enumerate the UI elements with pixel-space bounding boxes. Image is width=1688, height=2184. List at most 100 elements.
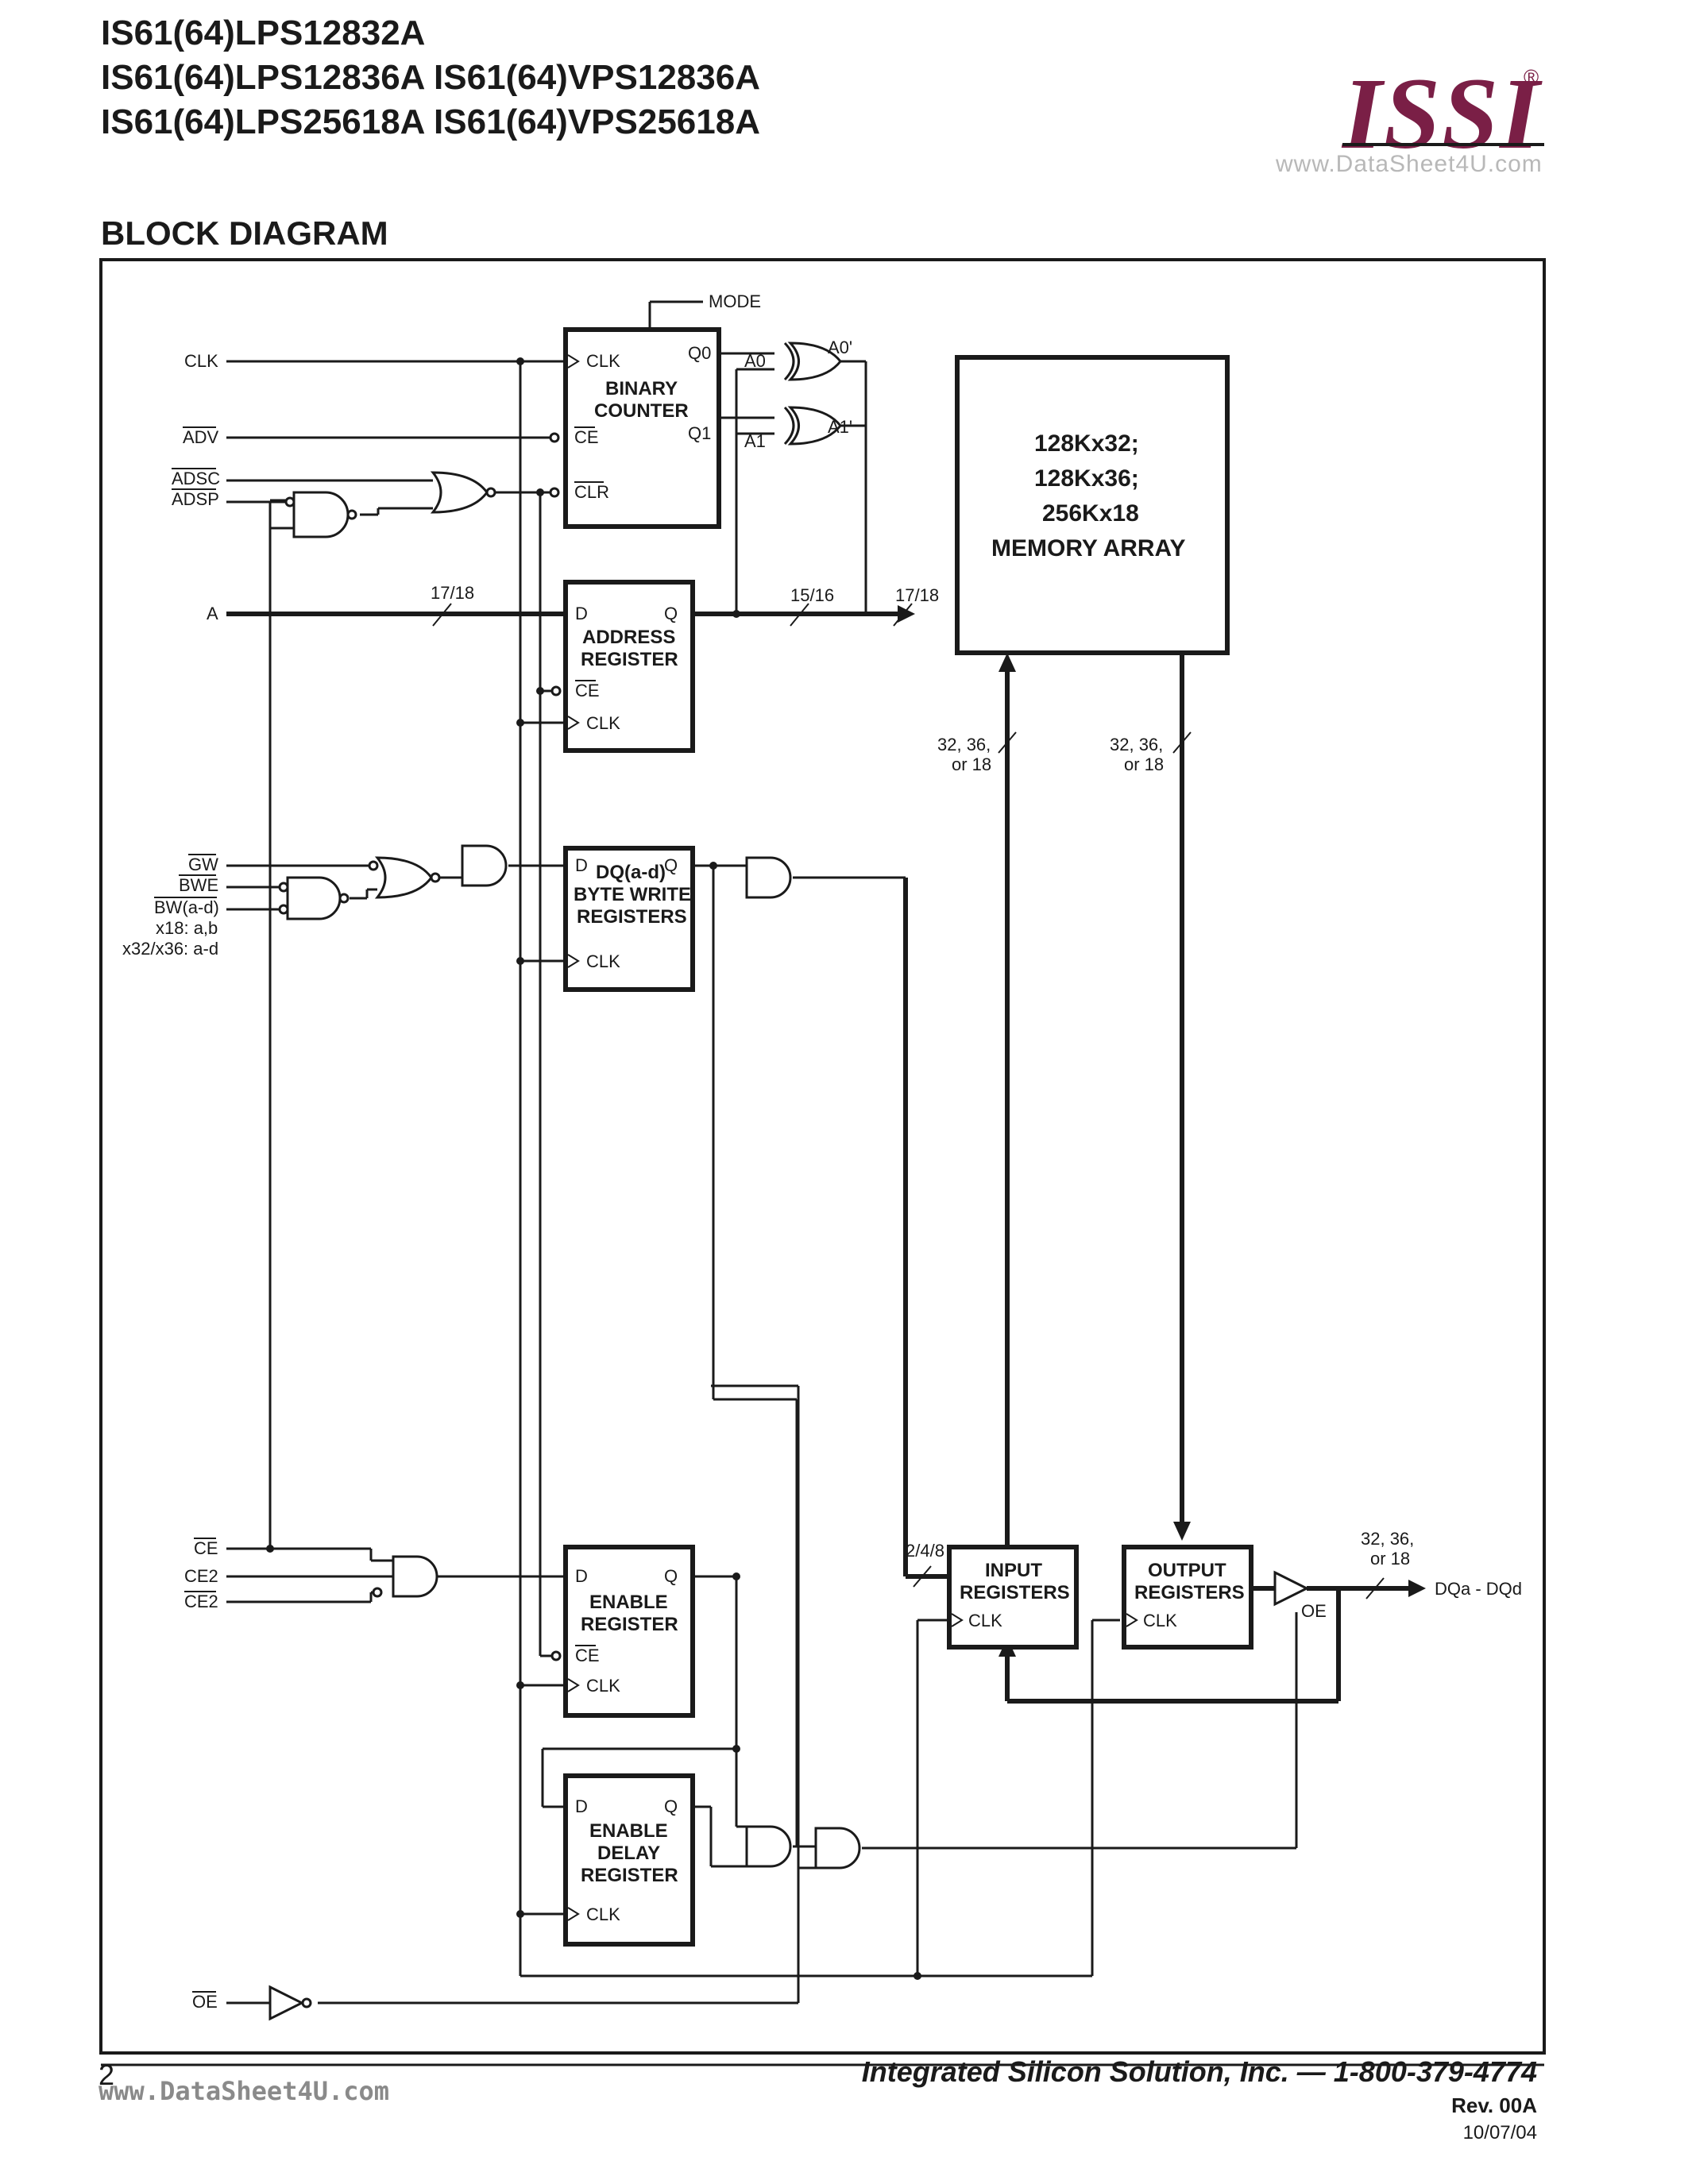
label-a1-prime: A1' bbox=[828, 417, 852, 437]
doc-title-line-3: IS61(64)LPS25618A IS61(64)VPS25618A bbox=[101, 102, 760, 141]
bus-write-2: or 18 bbox=[952, 754, 991, 774]
output-registers-block bbox=[1122, 1545, 1253, 1650]
bus-read-2: or 18 bbox=[1124, 754, 1164, 774]
registered-mark: ® bbox=[1524, 65, 1539, 89]
enable-q: Q bbox=[664, 1566, 678, 1586]
addr-q: Q bbox=[664, 604, 678, 623]
label-mode: MODE bbox=[709, 291, 761, 311]
label-q0: Q0 bbox=[688, 343, 711, 363]
enable-delay-block bbox=[563, 1773, 695, 1947]
bytewrite-title-3: REGISTERS bbox=[577, 906, 687, 928]
label-a0: A0 bbox=[744, 351, 766, 371]
bytewrite-q: Q bbox=[664, 855, 678, 875]
doc-title-line-1: IS61(64)LPS12832A bbox=[101, 14, 426, 52]
bus-read-1: 32, 36, bbox=[1110, 735, 1163, 754]
delay-title-1: ENABLE bbox=[589, 1820, 668, 1842]
enable-title-2: REGISTER bbox=[581, 1614, 678, 1635]
byte-write-block bbox=[563, 846, 695, 992]
label-bw: BW(a-d) bbox=[154, 897, 219, 917]
bus-out-1: 32, 36, bbox=[1361, 1529, 1414, 1549]
footer-date: 10/07/04 bbox=[1462, 2122, 1537, 2143]
input-clk: CLK bbox=[968, 1611, 1002, 1630]
delay-title-2: DELAY bbox=[597, 1843, 660, 1864]
delay-d: D bbox=[575, 1796, 588, 1816]
label-q1: Q1 bbox=[688, 423, 711, 443]
label-clk: CLK bbox=[184, 351, 218, 371]
counter-title-2: COUNTER bbox=[594, 400, 689, 422]
label-a1: A1 bbox=[744, 431, 766, 451]
array-line-3: 256Kx18 bbox=[1042, 500, 1139, 527]
label-ce2-bar: CE2 bbox=[184, 1592, 218, 1611]
addr-title-1: ADDRESS bbox=[582, 627, 675, 648]
bus-a-mid: 15/16 bbox=[790, 585, 834, 605]
label-a: A bbox=[207, 604, 218, 623]
delay-title-3: REGISTER bbox=[581, 1865, 678, 1886]
enable-register-block bbox=[563, 1545, 695, 1718]
label-oe-buffer: OE bbox=[1301, 1601, 1327, 1621]
delay-q: Q bbox=[664, 1796, 678, 1816]
bus-out-2: or 18 bbox=[1370, 1549, 1410, 1569]
bus-write-1: 32, 36, bbox=[937, 735, 991, 754]
label-ce: CE bbox=[194, 1538, 218, 1558]
counter-clr: CLR bbox=[574, 482, 609, 502]
label-adsc: ADSC bbox=[172, 469, 220, 488]
output-clk: CLK bbox=[1143, 1611, 1177, 1630]
junction-dots bbox=[266, 357, 921, 1980]
array-line-1: 128Kx32; bbox=[1034, 430, 1139, 457]
enable-clk: CLK bbox=[586, 1676, 620, 1696]
label-gw: GW bbox=[188, 855, 218, 874]
addr-clk: CLK bbox=[586, 713, 620, 733]
bytewrite-clk: CLK bbox=[586, 951, 620, 971]
addr-ce: CE bbox=[575, 681, 600, 700]
diagram-frame bbox=[99, 258, 1546, 2055]
label-adv: ADV bbox=[183, 427, 219, 447]
output-title-1: OUTPUT bbox=[1148, 1560, 1226, 1581]
addr-title-2: REGISTER bbox=[581, 649, 678, 670]
label-oe: OE bbox=[192, 1992, 218, 2012]
counter-ce: CE bbox=[574, 427, 599, 447]
label-adsp: ADSP bbox=[172, 489, 219, 509]
input-registers-block bbox=[947, 1545, 1079, 1650]
wires bbox=[226, 300, 1414, 2005]
addr-d: D bbox=[575, 604, 588, 623]
bus-input-bw: 2/4/8 bbox=[906, 1541, 944, 1561]
logo-underline bbox=[1342, 143, 1544, 146]
input-title-1: INPUT bbox=[985, 1560, 1042, 1581]
counter-clk: CLK bbox=[586, 351, 620, 371]
input-title-2: REGISTERS bbox=[960, 1582, 1070, 1603]
footer-revision: Rev. 00A bbox=[1451, 2093, 1537, 2117]
section-title: BLOCK DIAGRAM bbox=[101, 214, 388, 252]
doc-title-line-2: IS61(64)LPS12836A IS61(64)VPS12836A bbox=[101, 58, 760, 97]
label-x18: x18: a,b bbox=[156, 918, 218, 938]
address-register-block bbox=[563, 580, 695, 753]
bytewrite-title-1: DQ(a-d) bbox=[596, 862, 666, 883]
bus-slashes bbox=[432, 603, 1385, 1599]
page-number: 2 bbox=[98, 2059, 115, 2091]
enable-title-1: ENABLE bbox=[589, 1592, 668, 1613]
diagram-labels: CLK ADV ADSC ADSP A GW BWE BW(a-d) x18: … bbox=[122, 291, 1522, 2012]
bus-a-array: 17/18 bbox=[895, 585, 939, 605]
bytewrite-title-2: BYTE WRITE bbox=[574, 884, 691, 905]
array-line-4: MEMORY ARRAY bbox=[991, 535, 1185, 561]
clock-triangles bbox=[567, 354, 1138, 1921]
label-ce2: CE2 bbox=[184, 1566, 218, 1586]
enable-d: D bbox=[575, 1566, 588, 1586]
enable-ce: CE bbox=[575, 1646, 600, 1665]
counter-title-1: BINARY bbox=[605, 378, 678, 399]
output-title-2: REGISTERS bbox=[1134, 1582, 1245, 1603]
watermark-top: www.DataSheet4U.com bbox=[1276, 151, 1543, 177]
label-a0-prime: A0' bbox=[828, 338, 852, 357]
logic-gates bbox=[268, 341, 1310, 2021]
label-bwe: BWE bbox=[179, 875, 218, 895]
label-x32: x32/x36: a-d bbox=[122, 939, 218, 959]
issi-logo: ISSI bbox=[1342, 57, 1541, 170]
delay-clk: CLK bbox=[586, 1904, 620, 1924]
overbars bbox=[154, 426, 604, 1993]
watermark-bottom: www.DataSheet4U.com bbox=[98, 2076, 390, 2106]
bus-a-in: 17/18 bbox=[431, 583, 474, 603]
bytewrite-d: D bbox=[575, 855, 588, 875]
memory-array-block bbox=[955, 355, 1230, 655]
footer-company: Integrated Silicon Solution, Inc. — 1-80… bbox=[861, 2055, 1537, 2088]
array-line-2: 128Kx36; bbox=[1034, 465, 1139, 492]
